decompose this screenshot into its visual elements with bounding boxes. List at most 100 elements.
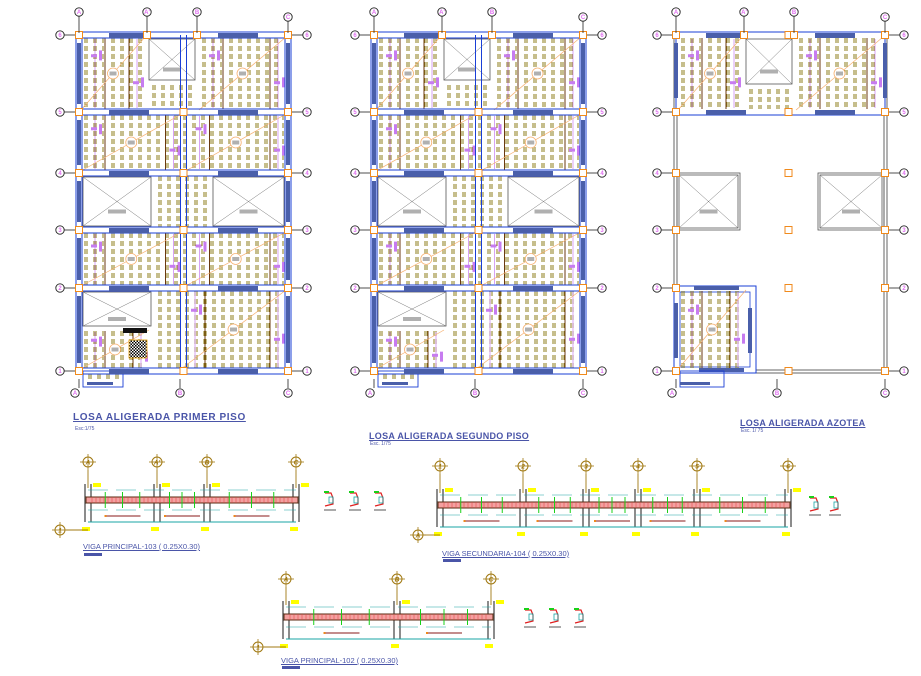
column: [179, 169, 188, 177]
grid-bubble: [192, 7, 202, 17]
grid-bubble: [789, 7, 799, 17]
grid-bubble: [350, 283, 360, 293]
slab-tag-text: [232, 257, 240, 261]
grid-bubble: [369, 7, 379, 17]
column: [370, 108, 378, 116]
column: [370, 169, 378, 177]
grid-bubble: [487, 7, 497, 17]
stair-note: [123, 328, 147, 333]
rebar-mark: [169, 264, 176, 268]
section-bar: [374, 491, 379, 493]
rebar-mark: [386, 244, 392, 248]
grid-bubble-label: 6: [902, 33, 906, 39]
plan-title-primer-piso: LOSA ALIGERADA PRIMER PISO: [73, 412, 246, 423]
rebar-mark: [696, 50, 699, 61]
section-body: [578, 613, 584, 621]
rebar-mark: [394, 124, 397, 135]
rebar-mark: [203, 241, 207, 252]
dimension-tag: [402, 600, 410, 604]
slab-tag-text: [232, 140, 240, 145]
wall-fill: [77, 181, 81, 222]
grid-bubble-label: 2: [305, 286, 309, 292]
grid-bubble-label: 5: [655, 110, 659, 116]
beam-fill: [513, 369, 553, 374]
beam-fill: [706, 33, 746, 38]
rebar-tag: [233, 515, 236, 517]
stair-box: [377, 370, 419, 388]
rebar-mark: [688, 308, 694, 312]
rebar-mark: [871, 81, 877, 85]
grid-bubble-label: A: [674, 10, 679, 16]
slab-tag-text: [836, 71, 843, 76]
axis-label: 1: [438, 464, 442, 471]
axis-label: 1: [58, 528, 62, 535]
wall-fill: [748, 308, 752, 353]
wall-fill: [372, 120, 376, 165]
column: [474, 284, 483, 292]
grid-bubble-label: 6: [655, 33, 659, 39]
grid-bubble: [55, 168, 65, 178]
opening-cross: [148, 38, 196, 81]
dimension-tag: [82, 527, 90, 531]
dimension-tag: [643, 488, 651, 492]
grid-bubble-label: C: [883, 391, 888, 397]
rebar-mark: [274, 264, 280, 268]
dimension-tag: [496, 600, 504, 604]
rebar-mark: [696, 304, 699, 315]
wall-fill: [581, 120, 585, 165]
slab-tag-text: [422, 257, 430, 261]
beam-body: [437, 501, 791, 509]
wall-fill: [581, 181, 585, 222]
grid-bubble-label: C: [581, 391, 586, 397]
grid-bubble-label: 4: [353, 171, 357, 177]
opening-label: [239, 209, 258, 214]
opening-cross: [377, 291, 447, 327]
grid-bubble-label: 4: [655, 171, 659, 177]
rebar-tag: [463, 520, 466, 522]
column: [579, 226, 587, 234]
wall-fill: [286, 120, 290, 165]
section-label: [349, 509, 361, 511]
beam-fill: [513, 33, 553, 38]
column: [370, 226, 378, 234]
grid-bubble: [302, 30, 312, 40]
grid-bubble-label: A': [741, 10, 747, 16]
grid-bubble-label: C: [286, 391, 291, 397]
rebar-tag: [164, 515, 166, 517]
rebar-mark: [577, 333, 580, 344]
grid-bubble-label: 5: [600, 110, 604, 116]
column: [474, 169, 483, 177]
axis-label: 3: [584, 464, 588, 471]
rebar-mark: [569, 264, 575, 268]
grid-bubble-label: A: [372, 10, 377, 16]
column: [179, 284, 188, 292]
grid-bubble-label: 2: [655, 286, 659, 292]
grid-bubble-label: A: [77, 10, 82, 16]
stair-beam: [382, 382, 408, 385]
dimension-tag: [201, 527, 209, 531]
beam-fill: [109, 369, 149, 374]
grid-bubble: [55, 366, 65, 376]
beam-fill: [218, 110, 258, 115]
column: [75, 367, 83, 375]
opening-label: [458, 67, 476, 72]
beam-fill: [404, 286, 444, 291]
column: [881, 284, 889, 292]
grid-bubble-label: 6: [600, 33, 604, 39]
rebar-mark: [879, 77, 882, 88]
wall-fill: [674, 43, 678, 98]
rebar-mark: [386, 127, 392, 131]
grid-bubble: [772, 388, 782, 398]
grid-bubble: [55, 283, 65, 293]
grid-bubble: [302, 168, 312, 178]
grid-bubble-label: A: [368, 391, 373, 397]
beam-title-vs-104: VIGA SECUNDARIA-104 ( 0.25X0.30): [442, 549, 570, 558]
column: [579, 284, 587, 292]
dimension-tag: [212, 483, 220, 487]
grid-bubble-label: 1: [353, 369, 357, 375]
column: [881, 169, 889, 177]
beam-title-underbar: [443, 559, 461, 562]
rebar-mark: [99, 124, 102, 135]
slab-tag-text: [404, 71, 412, 76]
slab-tag-text: [527, 140, 535, 145]
